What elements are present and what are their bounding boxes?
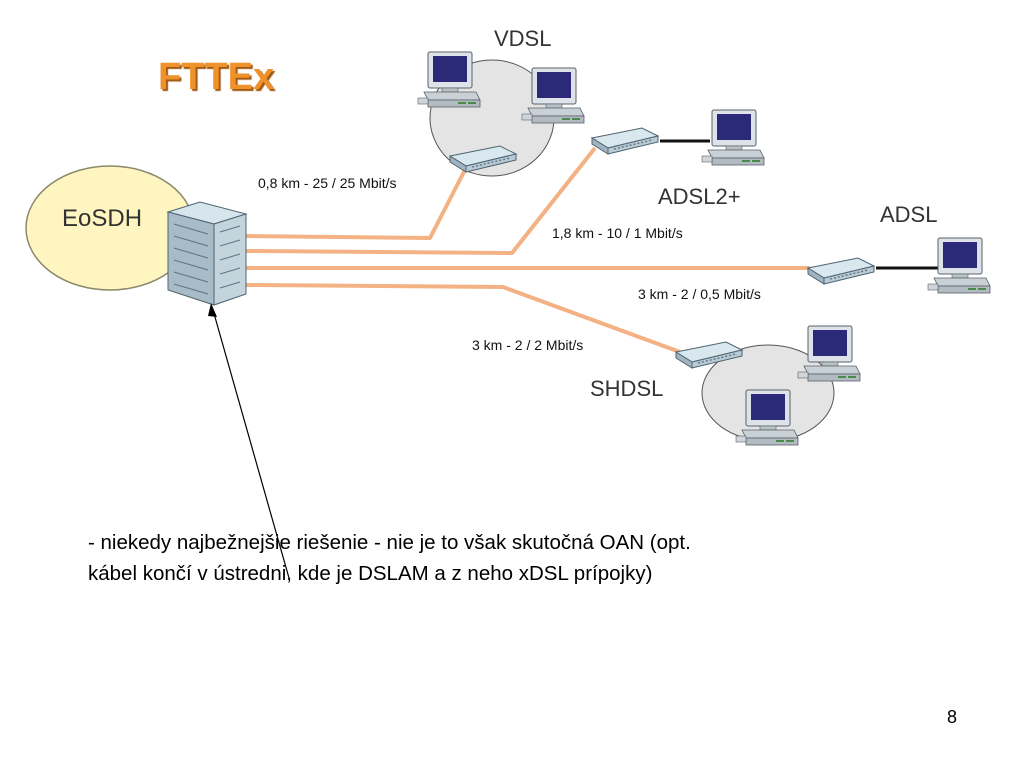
body-line-2: kábel končí v ústredni, kde je DSLAM a z… xyxy=(88,562,653,585)
adsl2plus-line xyxy=(245,146,597,255)
shdsl-link-label: 3 km - 2 / 2 Mbit/s xyxy=(472,337,583,353)
vdsl-link-label: 0,8 km - 25 / 25 Mbit/s xyxy=(258,175,397,191)
body-line-1: - niekedy najbežnejšie riešenie - nie je… xyxy=(88,531,691,554)
dslam-rack xyxy=(166,201,248,306)
vdsl-line xyxy=(245,159,472,240)
adsl2plus-link-label: 1,8 km - 10 / 1 Mbit/s xyxy=(552,225,683,241)
adsl2plus-label: ADSL2+ xyxy=(658,184,741,209)
adsl2plus-modem-icon xyxy=(591,127,659,155)
adsl2plus-pc-icon xyxy=(701,109,765,166)
page-number: 8 xyxy=(947,707,958,727)
eosdh-label: EoSDH xyxy=(62,205,142,232)
fiber-lines xyxy=(245,146,810,354)
annotation-arrow xyxy=(208,303,290,579)
slide-title: FTTEx xyxy=(158,56,275,98)
shdsl-line xyxy=(245,283,681,354)
adsl-label: ADSL xyxy=(880,202,937,227)
vdsl-pc-1-icon xyxy=(417,51,481,108)
shdsl-label: SHDSL xyxy=(590,376,663,401)
adsl-link-label: 3 km - 2 / 0,5 Mbit/s xyxy=(638,286,761,302)
adsl-pc-icon xyxy=(927,237,991,294)
shdsl-pc-1-icon xyxy=(797,325,861,382)
adsl-modem-icon xyxy=(807,257,875,285)
vdsl-label: VDSL xyxy=(494,26,551,51)
body-text: - niekedy najbežnejšie riešenie - nie je… xyxy=(88,527,888,589)
